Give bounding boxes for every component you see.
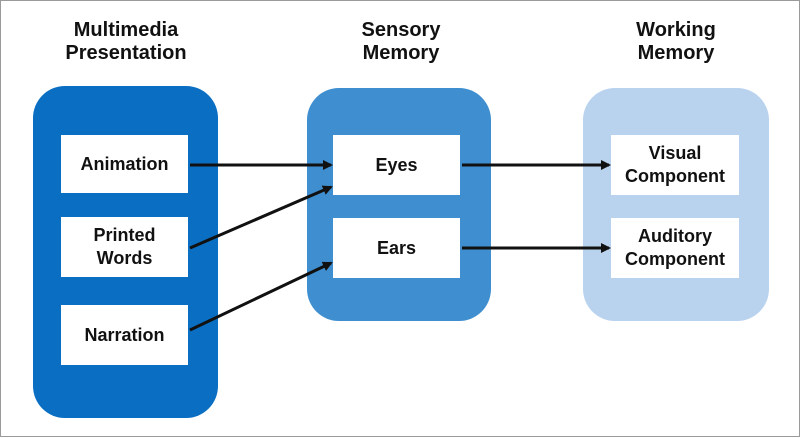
auditory-component-box: Auditory Component [611,218,739,278]
box-label: Animation [80,153,169,174]
box-label: Auditory [638,226,712,246]
heading-line: Working [636,19,716,41]
box-label: Component [625,249,725,269]
heading-line: Presentation [65,42,187,64]
animation-box: Animation [61,135,188,193]
heading-working-memory: Working Memory [591,19,761,65]
arrow-printed-words-to-eyes [189,185,333,250]
printed-words-box: Printed Words [61,217,188,277]
ears-box: Ears [333,218,460,278]
eyes-box: Eyes [333,135,460,195]
heading-line: Memory [637,42,715,64]
box-label: Narration [84,324,165,345]
visual-component-box: Visual Component [611,135,739,195]
heading-line: Sensory [361,19,441,41]
heading-line: Memory [362,42,440,64]
box-label: Words [96,248,153,268]
box-label: Eyes [375,154,418,175]
box-label: Ears [376,237,417,258]
heading-sensory-memory: Sensory Memory [316,19,486,65]
narration-box: Narration [61,305,188,365]
box-label: Component [625,166,725,186]
box-label: Visual [648,143,702,163]
sensory-memory-group [307,88,491,321]
heading-multimedia-presentation: Multimedia Presentation [41,19,211,65]
box-label: Printed [93,225,156,245]
arrow-narration-to-ears [189,261,333,332]
heading-line: Multimedia [73,19,179,41]
working-memory-group [583,88,769,321]
